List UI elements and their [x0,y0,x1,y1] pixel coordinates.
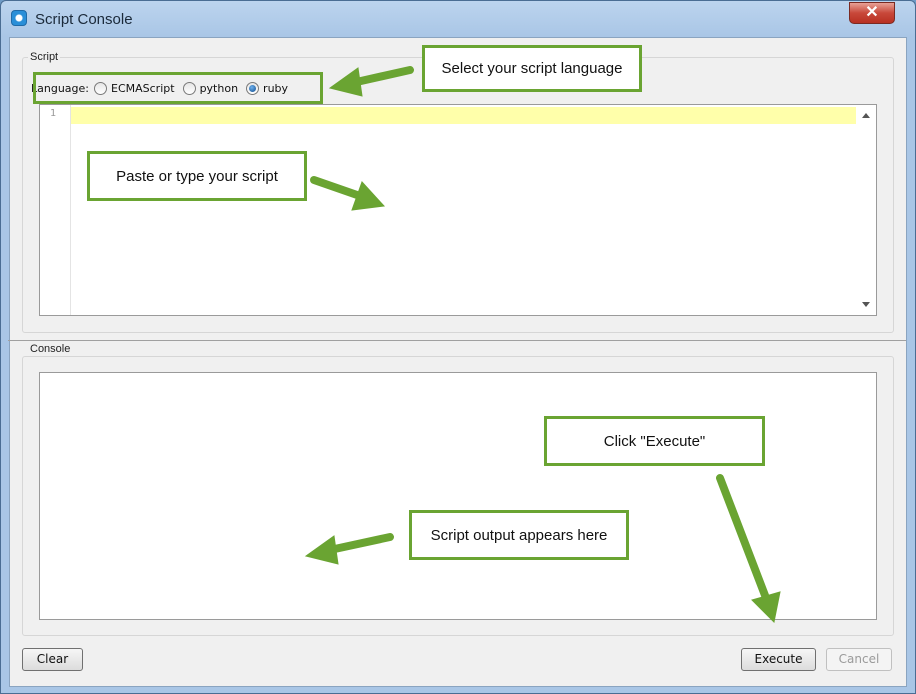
window-title: Script Console [35,11,133,28]
callout-paste-script: Paste or type your script [87,151,307,201]
radio-ecmascript[interactable] [94,81,107,95]
callout-click-execute: Click "Execute" [544,416,765,466]
script-editor[interactable]: 1 [39,104,877,316]
radio-ruby[interactable] [246,81,260,95]
app-icon [11,10,27,26]
editor-vertical-scrollbar[interactable] [856,105,876,315]
console-output[interactable] [39,372,877,620]
cancel-button[interactable]: Cancel [826,648,892,671]
radio-ecmascript-label[interactable]: ECMAScript [111,81,175,95]
current-line-highlight [71,107,856,124]
radio-python-label[interactable]: python [199,81,239,95]
callout-script-output: Script output appears here [409,510,629,560]
line-number: 1 [50,108,57,119]
scroll-up-icon[interactable] [862,113,870,118]
callout-select-language: Select your script language [422,45,642,92]
execute-button[interactable]: Execute [741,648,816,671]
close-button[interactable]: ✕ [849,2,895,24]
language-selector: Language: ECMAScript python ruby [31,76,296,100]
clear-button[interactable]: Clear [22,648,83,671]
console-group [22,356,894,636]
script-group-label: Script [28,51,61,63]
console-group-label: Console [28,343,73,355]
radio-ruby-label[interactable]: ruby [263,81,289,95]
radio-python[interactable] [182,81,196,95]
language-highlight-box [33,72,323,104]
scroll-down-icon[interactable] [862,302,870,307]
line-number-gutter: 1 [40,105,71,315]
split-pane-divider[interactable] [8,340,906,341]
language-label: Language: [31,81,89,95]
title-bar[interactable]: Script Console ✕ [1,1,915,37]
